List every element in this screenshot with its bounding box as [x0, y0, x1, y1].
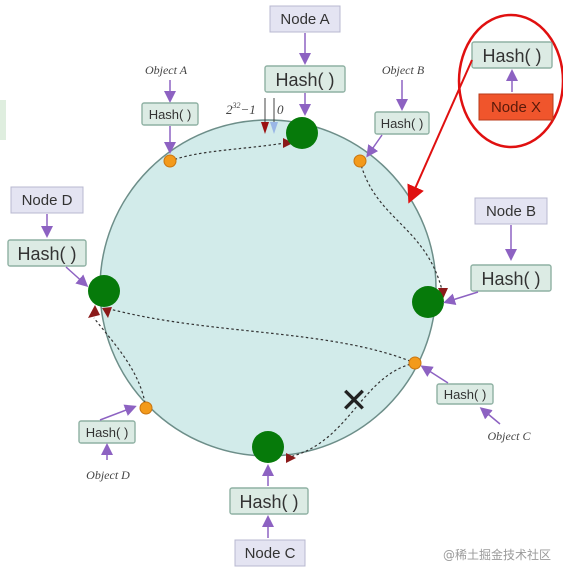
- node-a-hash-label: Hash( ): [275, 70, 334, 90]
- node-d-hash-label: Hash( ): [17, 244, 76, 264]
- node-x-box: [478, 93, 554, 121]
- zero-value-arrow: [270, 122, 278, 134]
- object-d-hash-to-ring-arrow: [99, 404, 137, 421]
- object-a-hash-label: Hash( ): [149, 107, 192, 122]
- node-c-box: [234, 539, 306, 567]
- ring-origin-marker: 232−1 0: [226, 98, 284, 134]
- node-c-hash-label: Hash( ): [239, 492, 298, 512]
- object-point-a: [163, 154, 177, 168]
- node-d-hash-to-ring-arrow: [65, 266, 89, 288]
- node-c-hash-box: [229, 487, 309, 515]
- server-node-c: [252, 431, 284, 463]
- path-object-d-to-node-d: [93, 317, 147, 409]
- max-value-label: 232−1: [226, 101, 256, 117]
- node-a-hash-box: [264, 65, 346, 93]
- object-d-hash-label: Hash( ): [86, 425, 129, 440]
- object-c-label: Object C: [488, 429, 532, 443]
- object-b-label: Object B: [382, 63, 425, 77]
- node-b-hash-label: Hash( ): [481, 269, 540, 289]
- server-node-d: [88, 275, 120, 307]
- node-b-label: Node B: [486, 203, 536, 220]
- object-a-label: Object A: [145, 63, 188, 77]
- path-object-c-to-node-d: [105, 307, 416, 364]
- node-a-label: Node A: [280, 11, 329, 28]
- node-d-hash-box: [7, 239, 87, 267]
- object-c-hash-label: Hash( ): [444, 387, 487, 402]
- max-value-arrow: [261, 122, 269, 134]
- object-point-c: [408, 356, 422, 370]
- node-x-label: Node X: [491, 99, 541, 116]
- watermark: @稀土掘金技术社区: [442, 548, 551, 562]
- node-d-box: [10, 186, 84, 214]
- node-a-box: [269, 5, 341, 33]
- path-object-c-to-node-c: [284, 362, 416, 459]
- arrowhead-node-a: [283, 138, 293, 148]
- arrowhead-node-c: [286, 453, 296, 463]
- object-c-to-hash-arrow: [479, 407, 501, 425]
- node-x-highlight-circle: [457, 13, 563, 149]
- arrowhead-node-d: [88, 305, 100, 318]
- object-c-hash-box: [436, 383, 494, 405]
- object-b-hash-label: Hash( ): [381, 116, 424, 131]
- server-node-b: [412, 286, 444, 318]
- object-a-hash-box: [141, 102, 199, 126]
- node-b-hash-box: [470, 264, 552, 292]
- server-node-a: [286, 117, 318, 149]
- path-object-a-to-node-a: [169, 142, 286, 162]
- removed-path-x-marker: ✕: [340, 381, 369, 421]
- zero-label: 0: [277, 102, 284, 117]
- path-object-b-to-node-b: [359, 160, 443, 291]
- ring-arrowheads: [88, 138, 448, 463]
- left-edge-strip: [0, 100, 6, 140]
- object-b-hash-to-ring-arrow: [366, 134, 383, 158]
- node-x-hash-label: Hash( ): [482, 46, 541, 66]
- object-d-label: Object D: [86, 468, 130, 482]
- node-d-label: Node D: [22, 192, 73, 209]
- arrowhead-node-d-upper: [102, 307, 112, 318]
- node-x-hash-box: [471, 41, 553, 69]
- object-b-hash-box: [374, 111, 430, 135]
- node-x-insert-arrow: [407, 59, 473, 204]
- arrowhead-node-b: [438, 288, 448, 299]
- object-point-d: [139, 401, 153, 415]
- node-b-box: [474, 197, 548, 225]
- node-c-label: Node C: [245, 545, 296, 562]
- mapping-paths: [93, 142, 443, 459]
- node-b-hash-to-ring-arrow: [443, 291, 479, 306]
- object-c-hash-to-ring-arrow: [420, 365, 449, 384]
- object-point-b: [353, 154, 367, 168]
